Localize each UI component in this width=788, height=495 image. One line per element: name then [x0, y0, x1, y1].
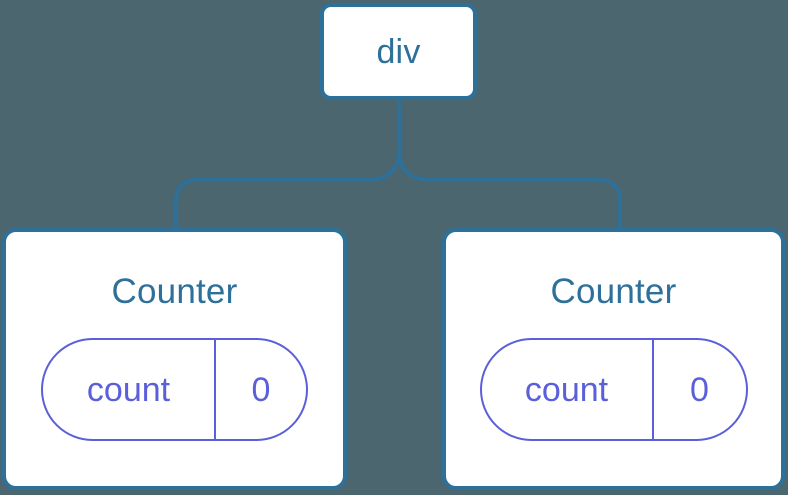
node-div[interactable]: div: [320, 3, 477, 100]
edge-root-to-left-counter: [174, 98, 401, 232]
edge-root-to-right-counter: [397, 98, 622, 232]
node-div-label: div: [376, 32, 421, 71]
node-counter-right-title: Counter: [550, 272, 677, 311]
state-pill-right-value: 0: [690, 370, 709, 409]
state-pill-right[interactable]: count 0: [479, 338, 748, 441]
state-pill-right-key: count: [482, 340, 654, 439]
state-pill-left-key: count: [43, 340, 216, 439]
node-counter-left[interactable]: Counter count 0: [2, 228, 347, 490]
state-pill-left[interactable]: count 0: [41, 338, 308, 441]
node-counter-right[interactable]: Counter count 0: [442, 228, 785, 490]
state-pill-left-value: 0: [251, 370, 271, 409]
node-counter-left-title: Counter: [111, 272, 238, 311]
